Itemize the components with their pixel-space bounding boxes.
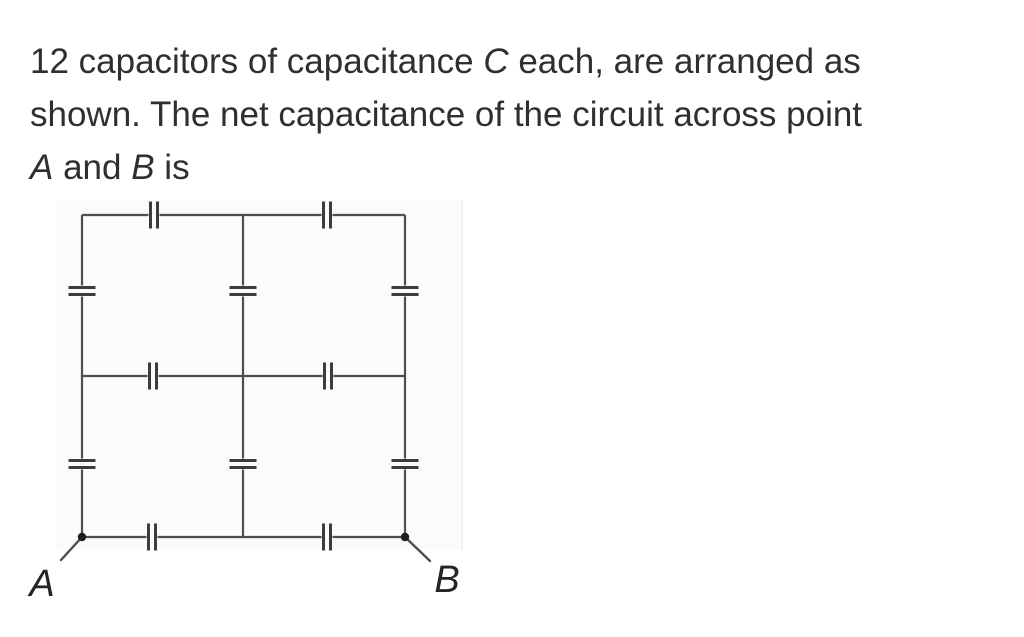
- question-line: 12 capacitors of capacitance C each, are…: [30, 42, 861, 81]
- terminal-lead: [59, 535, 84, 562]
- junction-node: [77, 532, 87, 542]
- question-text: 12 capacitors of capacitance C each, are…: [30, 35, 862, 194]
- junction-node: [400, 532, 410, 542]
- question-line: shown. The net capacitance of the circui…: [30, 95, 863, 134]
- terminal-label-a: A: [27, 563, 54, 605]
- terminal-label-b: B: [434, 559, 459, 601]
- terminal-lead: [403, 535, 432, 563]
- question-line: A and B is: [30, 148, 190, 187]
